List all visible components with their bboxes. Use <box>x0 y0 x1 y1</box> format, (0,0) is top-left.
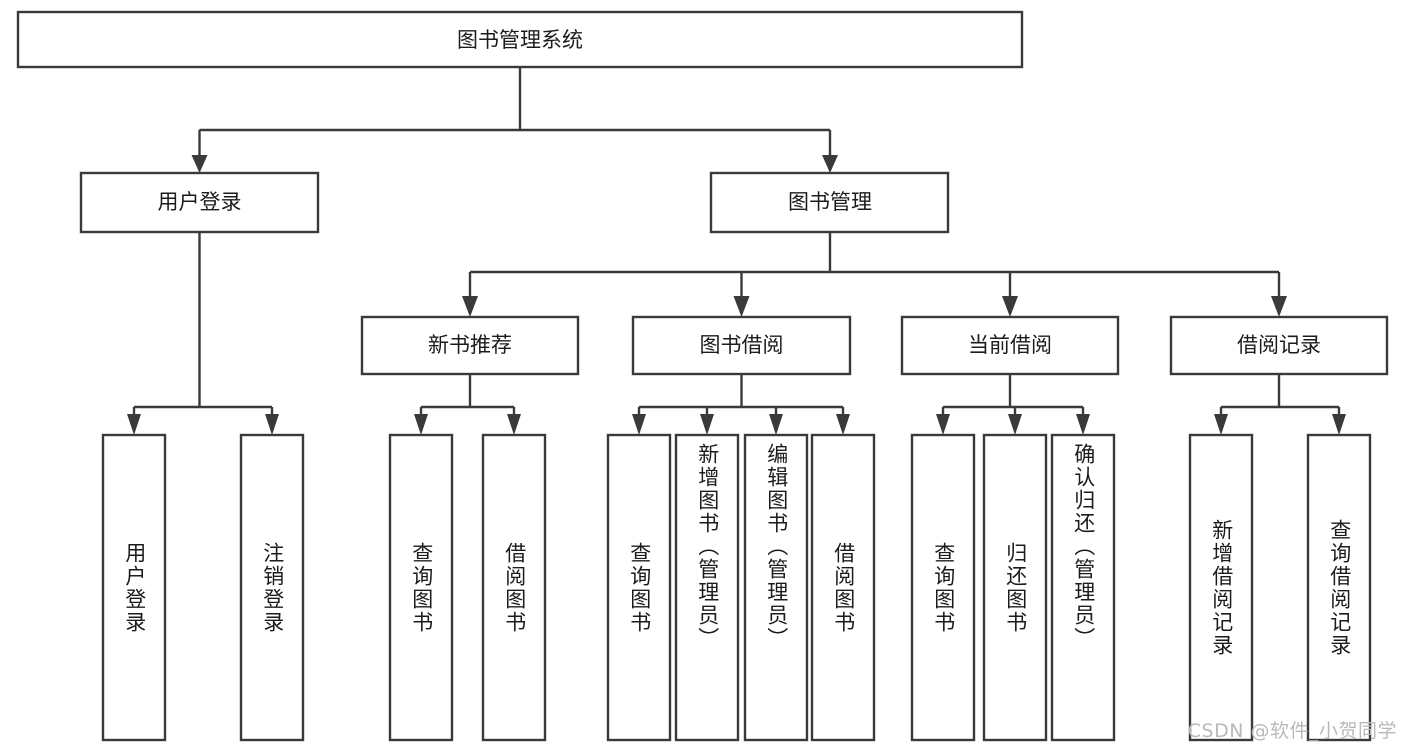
arrowhead-leaf-add-borrow-rec <box>1214 414 1228 435</box>
leaf-edit-book-admin-box[interactable] <box>743 433 809 742</box>
arrowhead-current-borrow <box>1002 296 1018 317</box>
node-book-management-label: 图书管理 <box>788 190 872 214</box>
node-user-login-box[interactable] <box>79 171 320 234</box>
leaf-borrow-book-1-box[interactable] <box>481 433 547 742</box>
arrowhead-leaf-confirm-return <box>1076 414 1090 435</box>
arrowhead-book-management <box>822 155 838 173</box>
leaf-borrow-book-2-box[interactable] <box>810 433 876 742</box>
arrowhead-leaf-borrow-book-1 <box>507 414 521 435</box>
leaf-confirm-return-box[interactable] <box>1050 433 1116 742</box>
node-root-label: 图书管理系统 <box>457 28 583 52</box>
arrowhead-leaf-query-book-1 <box>414 414 428 435</box>
node-borrow-record[interactable]: 借阅记录 <box>1169 315 1389 376</box>
node-new-book-recommend-box[interactable] <box>360 315 580 376</box>
node-book-borrow-box[interactable] <box>631 315 852 376</box>
node-root[interactable]: 图书管理系统 <box>16 10 1024 69</box>
leaf-query-book-2-box[interactable] <box>606 433 672 742</box>
node-new-book-recommend-label: 新书推荐 <box>428 333 512 357</box>
arrowhead-leaf-query-book-3 <box>936 414 950 435</box>
node-current-borrow-label: 当前借阅 <box>968 333 1052 357</box>
leaf-add-book-admin-box[interactable] <box>674 433 740 742</box>
node-user-login[interactable]: 用户登录 <box>79 171 320 234</box>
arrowhead-borrow-record <box>1271 296 1287 317</box>
connectors-layer <box>127 67 1346 435</box>
arrowhead-book-borrow <box>733 296 750 317</box>
leaf-return-book-box[interactable] <box>982 433 1048 742</box>
node-root-box[interactable] <box>16 10 1024 69</box>
node-user-login-label: 用户登录 <box>158 190 242 214</box>
arrowhead-leaf-return-book <box>1008 414 1022 435</box>
node-new-book-recommend[interactable]: 新书推荐 <box>360 315 580 376</box>
arrowhead-leaf-add-book-admin <box>700 414 714 435</box>
node-book-borrow[interactable]: 图书借阅 <box>631 315 852 376</box>
node-current-borrow-box[interactable] <box>900 315 1120 376</box>
node-book-management[interactable]: 图书管理 <box>709 171 950 234</box>
node-current-borrow[interactable]: 当前借阅 <box>900 315 1120 376</box>
arrowhead-leaf-query-borrow-rec <box>1332 414 1346 435</box>
leaf-user-login-box[interactable] <box>101 433 167 742</box>
arrowhead-leaf-query-book-2 <box>632 414 646 435</box>
node-borrow-record-box[interactable] <box>1169 315 1389 376</box>
node-borrow-record-label: 借阅记录 <box>1237 333 1321 357</box>
leaf-query-borrow-rec-box[interactable] <box>1306 433 1372 742</box>
leaf-query-book-1-box[interactable] <box>388 433 454 742</box>
arrowhead-leaf-user-login <box>127 414 141 435</box>
arrowhead-leaf-edit-book-admin <box>769 414 783 435</box>
node-book-borrow-label: 图书借阅 <box>700 333 784 357</box>
node-book-management-box[interactable] <box>709 171 950 234</box>
arrowhead-new-book <box>462 296 478 317</box>
leaf-boxes-layer <box>101 433 1372 742</box>
leaf-add-borrow-rec-box[interactable] <box>1188 433 1254 742</box>
csdn-watermark: CSDN @软件_小贺同学 <box>1187 720 1397 742</box>
leaf-query-book-3-box[interactable] <box>910 433 976 742</box>
arrowhead-leaf-borrow-book-2 <box>836 414 850 435</box>
arrowhead-user-login <box>191 155 208 173</box>
leaf-logout-login-box[interactable] <box>239 433 305 742</box>
arrowhead-leaf-logout-login <box>265 414 279 435</box>
